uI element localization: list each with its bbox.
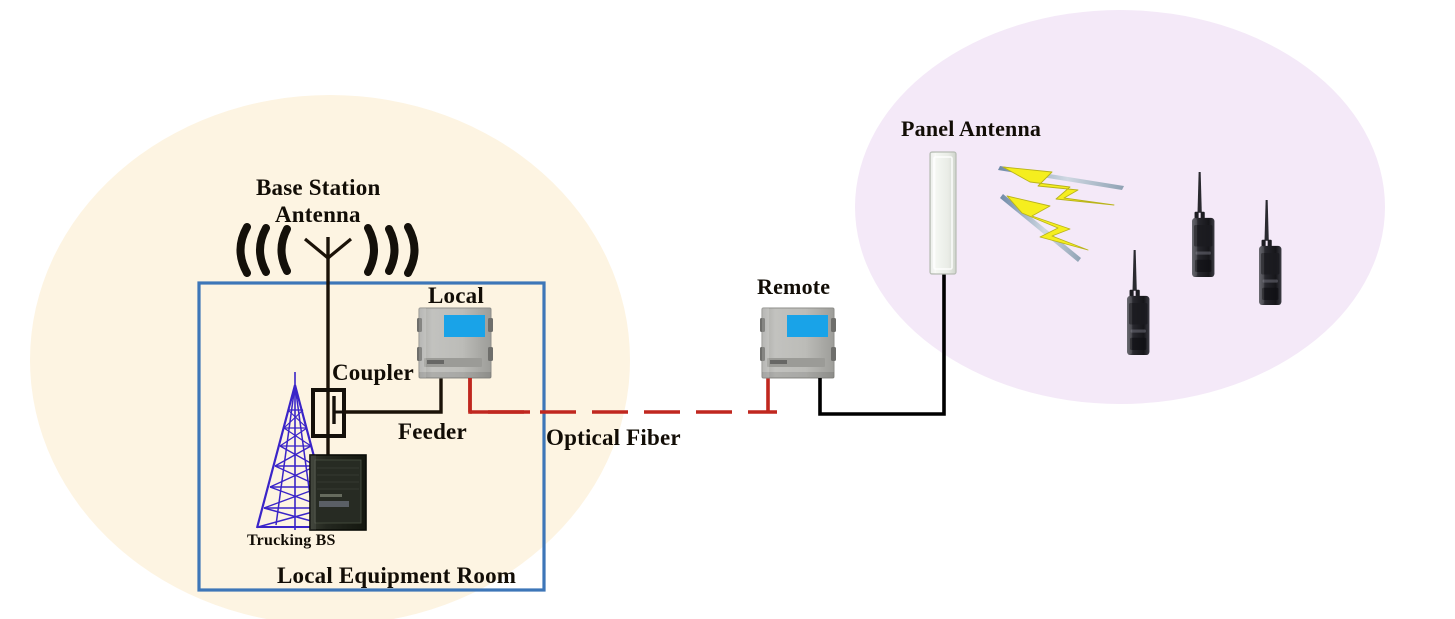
label-remote: Remote: [757, 274, 831, 299]
label-coupler: Coupler: [332, 360, 414, 385]
panel-antenna: [929, 151, 957, 275]
zone-coverage: [855, 10, 1385, 404]
local-equipment-room-box: [197, 281, 546, 592]
remote-unit: [760, 307, 836, 379]
rf-signal-bolt-1: [998, 166, 1124, 206]
trucking-bs-cabinet: [309, 454, 367, 531]
label-trucking-bs: Trucking BS: [247, 532, 336, 549]
feeder-cable: [344, 378, 443, 414]
label-feeder: Feeder: [398, 419, 467, 444]
label-local-equipment-room: Local Equipment Room: [277, 563, 517, 588]
label-local: Local: [428, 283, 484, 308]
label-base-station-antenna-line1: Base Station: [256, 175, 381, 200]
zone-base-station: [30, 95, 630, 619]
local-unit: [417, 307, 493, 379]
label-panel-antenna: Panel Antenna: [901, 116, 1042, 141]
label-optical-fiber: Optical Fiber: [546, 425, 681, 450]
base-station-antenna: [236, 223, 419, 462]
optical-fiber-link: [468, 378, 777, 414]
antenna-feed-cable: [818, 273, 946, 416]
label-base-station-antenna-line2: Antenna: [275, 202, 361, 227]
rf-signal-bolt-2: [1000, 194, 1089, 262]
